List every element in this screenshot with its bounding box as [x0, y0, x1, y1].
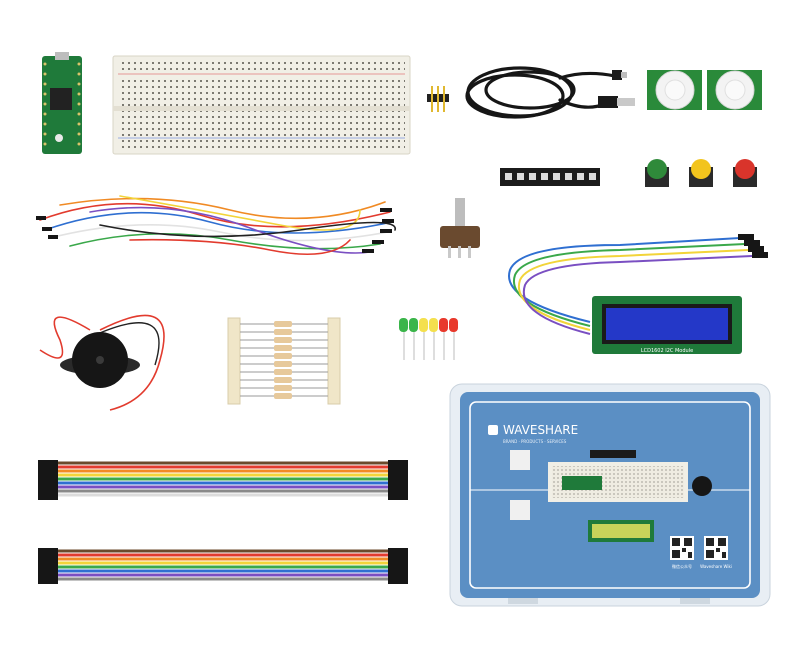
- lcd-cable-plugs: [738, 234, 768, 258]
- waveshare-logo-icon: [488, 425, 498, 435]
- buzzer: [39, 314, 165, 411]
- leds: [399, 318, 458, 360]
- potentiometer: [440, 198, 480, 258]
- lcd-cable: [508, 237, 753, 335]
- jumper-wire-tips: [36, 208, 394, 253]
- lcd-module: LCD1602 I2C Module: [592, 296, 742, 354]
- storage-case: WAVESHARE BRAND · PRODUCTS · SERVICES 微信…: [449, 383, 771, 607]
- qr-code-left: [670, 536, 694, 560]
- usb-plug-micro: [612, 70, 622, 80]
- qr-caption-left: 微信公众号: [672, 563, 692, 569]
- case-tagline: BRAND · PRODUCTS · SERVICES: [503, 439, 567, 444]
- resistors: [227, 317, 341, 405]
- usb-plug-micro-metal: [621, 72, 627, 78]
- usb-cable: [465, 66, 617, 119]
- header-pins: [427, 86, 449, 112]
- pico-board: [42, 52, 82, 154]
- qr-caption-right: Waveshare Wiki: [700, 564, 732, 569]
- ribbon-cable-top: [38, 460, 408, 500]
- breadboard: [112, 55, 411, 155]
- ribbon-cable-bottom: [38, 548, 408, 584]
- usb-plug-a-metal: [617, 98, 635, 106]
- pir-sensor: [647, 70, 762, 110]
- jumper-wires: [39, 195, 396, 255]
- case-brand: WAVESHARE: [503, 423, 578, 437]
- qr-code-right: [704, 536, 728, 560]
- usb-plug-a: [598, 96, 618, 108]
- lcd-board-text: LCD1602 I2C Module: [641, 348, 693, 354]
- push-buttons: [645, 159, 757, 187]
- led-strip-module: [500, 168, 600, 186]
